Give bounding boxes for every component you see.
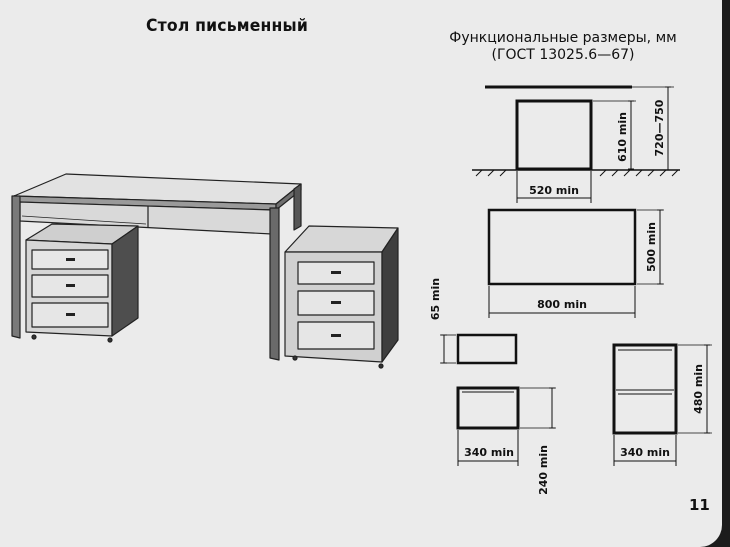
cabinet-rect [612,343,678,435]
knee-space-rect [515,99,593,171]
drawer-diagram: 65 min [429,278,518,365]
dim-knee-height: 610 min [616,112,629,162]
dim-cabinet-width: 340 min [620,446,670,459]
dim-cabinet-height: 480 min [692,364,705,414]
dim-top-depth: 500 min [645,222,658,272]
drawer-rect [456,333,518,365]
dim-small-box-width: 340 min [464,446,514,459]
cabinet-diagram: 480 min 340 min [612,343,712,466]
table-top-plan-diagram: 800 min 500 min [487,208,664,318]
desk-illustration [11,173,399,369]
small-box-rect [456,386,520,430]
page-title: Стол письменный [146,16,308,36]
dim-drawer-height: 65 min [429,278,442,320]
dim-knee-width: 520 min [529,184,579,197]
subtitle-line-2: (ГОСТ 13025.6—67) [491,47,635,63]
subtitle-line-1: Функциональные размеры, мм [449,30,677,46]
dim-height-total: 720—750 [653,99,666,156]
table-top-rect [487,208,637,286]
dim-small-box-height: 240 min [537,445,550,495]
dim-top-width: 800 min [537,298,587,311]
floor-hatch [475,169,679,177]
subtitle: Функциональные размеры, мм (ГОСТ 13025.6… [432,30,694,64]
page-number: 11 [689,496,710,514]
small-box-diagram: 240 min 340 min [456,386,556,495]
side-elevation-diagram: 520 min 610 min 720—750 [472,85,680,203]
